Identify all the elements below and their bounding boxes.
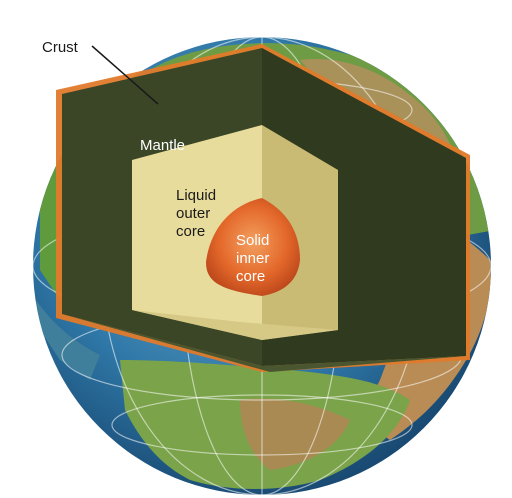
outer-core-label-line1: Liquid [176, 187, 216, 204]
outer-core-label-line2: outer [176, 205, 210, 222]
mantle-label: Mantle [140, 137, 185, 154]
inner-core [206, 198, 300, 296]
outer-core-label-line3: core [176, 223, 205, 240]
outer-core-bottom-face [132, 310, 338, 340]
inner-core-label-line3: core [236, 268, 265, 285]
crust-label: Crust [42, 39, 79, 56]
inner-core-label-line1: Solid [236, 232, 269, 249]
crust-leader-line [91, 45, 159, 105]
inner-core-label-line2: inner [236, 250, 269, 267]
